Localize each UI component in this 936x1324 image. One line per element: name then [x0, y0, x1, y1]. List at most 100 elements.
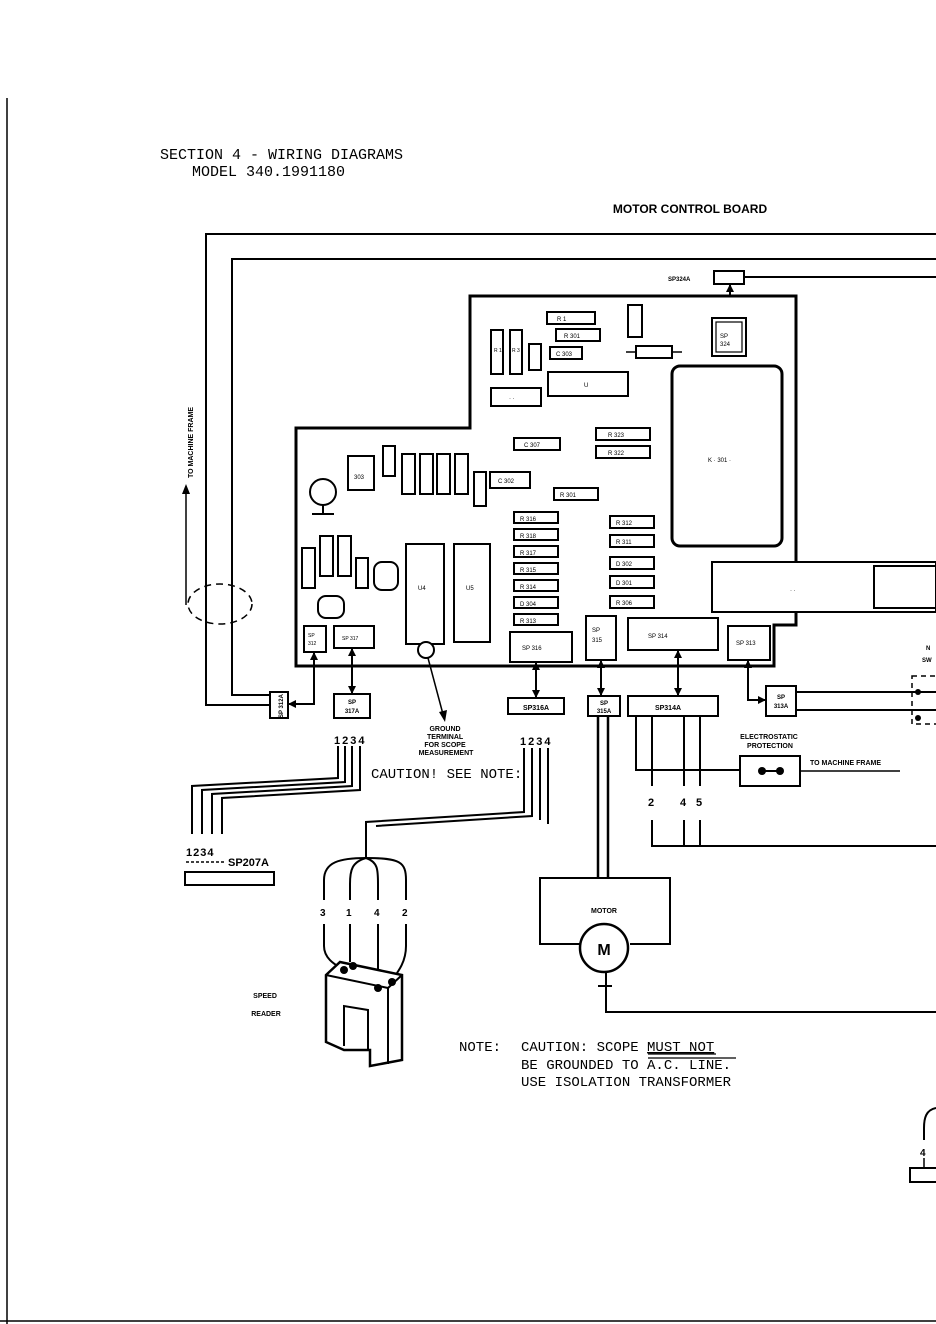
sp317a-label: 317A	[345, 709, 360, 715]
sp312a-label: SP 312A	[279, 693, 285, 718]
arrow-up-icon	[348, 648, 356, 656]
motor-symbol: M	[597, 942, 610, 959]
speed-reader-line: SPEED	[253, 993, 277, 1000]
resistor	[513, 545, 559, 558]
ic-u2-text: · ·	[509, 396, 515, 402]
resistor	[546, 311, 596, 325]
switch-label-clipped: N	[926, 646, 930, 652]
resistor-text: R 311	[616, 540, 632, 546]
sp315-header-text: SP	[592, 628, 600, 634]
sp313-header	[727, 625, 771, 661]
harness-wire	[201, 746, 346, 834]
note-emphasis: A.C. LINE.	[647, 1058, 731, 1074]
capacitor	[513, 437, 561, 451]
resistor	[509, 329, 523, 375]
resistor	[528, 343, 542, 371]
arrow-up-icon	[726, 284, 734, 292]
resistor	[595, 445, 651, 459]
sp314a-pin: 4	[680, 797, 687, 809]
sp316-header	[509, 631, 573, 663]
reader-pin: 2	[402, 908, 408, 919]
capacitor	[473, 471, 487, 507]
reader-lead	[365, 857, 379, 900]
resistor-text: R 318	[520, 534, 537, 540]
sp313a-label: SP	[777, 695, 785, 701]
switch-contact	[915, 689, 921, 695]
sp317a-connector	[333, 693, 371, 719]
diode	[609, 575, 655, 589]
potentiometer	[309, 478, 337, 506]
resistor	[513, 528, 559, 541]
electrostatic-label: ELECTROSTATIC PROTECTION	[740, 734, 800, 750]
ic-303-text: 303	[354, 475, 365, 481]
sp314a-pin: 2	[648, 797, 654, 809]
resistor	[513, 613, 559, 626]
diode	[549, 346, 583, 360]
ground-wire-outer	[205, 233, 936, 706]
sp316a-label: SP316A	[523, 705, 549, 712]
resistor-text: R 322	[608, 451, 625, 457]
sp316-header-text: SP 316	[522, 646, 542, 652]
resistor	[513, 511, 559, 524]
diode	[513, 596, 559, 609]
resistor	[513, 579, 559, 592]
reader-lead	[365, 857, 407, 900]
resistor	[401, 453, 416, 495]
resistor	[609, 534, 655, 548]
reader-pin: 1	[346, 908, 352, 919]
sp315a-connector	[587, 695, 621, 717]
arrow-up-icon	[182, 484, 190, 494]
arrow-down-icon	[597, 688, 605, 696]
sp314-header-text: SP 314	[648, 634, 668, 640]
reader-lead	[323, 857, 367, 900]
resistor-text: R 301	[564, 334, 581, 340]
motor-housing	[539, 877, 671, 945]
sp316a-connector	[507, 697, 565, 715]
sp315a-label: 315A	[597, 709, 612, 715]
section-heading: SECTION 4 - WIRING DIAGRAMS	[160, 147, 403, 164]
ic-u4	[405, 543, 445, 645]
sp313a-connector	[765, 685, 797, 717]
harness-wire	[635, 716, 740, 771]
reader-pin: 3	[320, 908, 326, 919]
resistor-text: R 306	[616, 601, 633, 607]
harness-wire	[375, 748, 533, 827]
diode	[337, 535, 352, 577]
sp315a-label: SP	[600, 701, 608, 707]
resistor	[490, 329, 504, 375]
power-module-mark: · ·	[790, 588, 796, 594]
diode	[436, 453, 451, 495]
sp317-header	[333, 625, 375, 649]
sp312a-link	[288, 652, 315, 705]
sp314a-pin: 5	[696, 797, 702, 809]
switch-label-clipped: SW	[922, 658, 932, 664]
capacitor-text: C 302	[498, 479, 515, 485]
right-edge-pin: 4	[920, 1148, 926, 1159]
capacitor	[373, 561, 399, 591]
diode-text: C 303	[556, 352, 573, 358]
resistor-text: R 315	[520, 568, 537, 574]
note-label: NOTE:	[459, 1040, 501, 1056]
sp312-header-text: 312	[308, 641, 317, 647]
note-emphasis: MUST NOT	[647, 1040, 714, 1056]
sp314a-harness	[635, 716, 936, 847]
ground-terminal-line: MEASUREMENT	[419, 750, 475, 757]
electrostatic-line: ELECTROSTATIC	[740, 734, 798, 741]
sp313-header-text: SP 313	[736, 641, 756, 647]
sp313a-label: 313A	[774, 704, 789, 710]
sp317-header-text: SP 317	[342, 636, 359, 642]
speed-reader-pin	[340, 966, 348, 974]
arrow-up-icon	[744, 660, 752, 668]
motor-label: MOTOR	[591, 908, 617, 915]
right-edge-wire	[923, 1107, 936, 1140]
resistor	[609, 595, 655, 609]
speed-reader-pin	[388, 978, 396, 986]
resistor	[301, 547, 316, 589]
note-line-3: USE ISOLATION TRANSFORMER	[521, 1075, 732, 1091]
resistor	[635, 345, 673, 359]
harness-wire	[191, 746, 339, 834]
arrow-up-icon	[310, 652, 318, 660]
sp207a-pins: 1234	[186, 847, 214, 859]
diode-text: D 302	[616, 562, 633, 568]
